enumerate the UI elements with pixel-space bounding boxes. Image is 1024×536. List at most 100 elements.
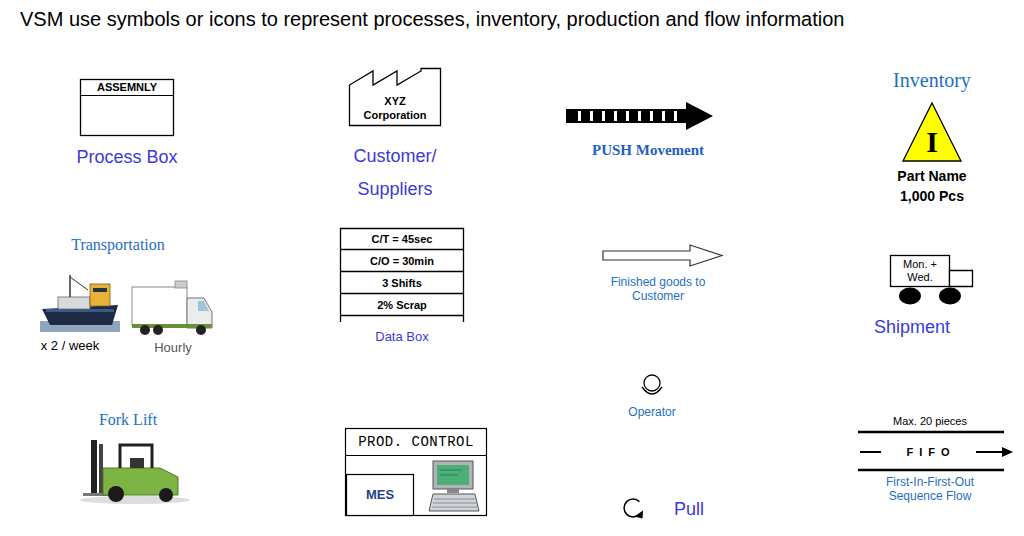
push-arrow-gap bbox=[638, 111, 641, 121]
control-heading: PROD. CONTROL bbox=[345, 433, 487, 451]
operator-body bbox=[642, 387, 662, 394]
production-control-divider bbox=[345, 455, 487, 456]
company-name: XYZ Corporation bbox=[355, 94, 435, 122]
ship-stripe bbox=[46, 309, 114, 312]
push-arrow-head bbox=[686, 102, 713, 130]
ship-cabin bbox=[90, 284, 110, 306]
computer-monitor bbox=[433, 461, 473, 489]
factory-outline bbox=[350, 69, 441, 126]
pull-arrowhead bbox=[635, 511, 644, 519]
computer-screen-line bbox=[440, 470, 462, 471]
push-arrow-gap bbox=[650, 111, 653, 121]
truck-cab bbox=[187, 298, 212, 328]
flow-caption: Finished goods to Customer bbox=[600, 275, 716, 303]
symbol-caption: Pull bbox=[674, 498, 724, 520]
computer-icon bbox=[429, 461, 479, 511]
computer-screen-line bbox=[440, 475, 458, 476]
data-cell: 3 Shifts bbox=[340, 273, 464, 293]
computer-stand bbox=[447, 489, 459, 493]
inventory-triangle-shape bbox=[903, 103, 961, 161]
push-arrow-gap bbox=[626, 111, 629, 121]
computer-key-row bbox=[434, 499, 475, 500]
forklift-shadow bbox=[80, 496, 190, 504]
computer-keyboard bbox=[429, 494, 479, 511]
truck-cooler bbox=[175, 281, 187, 288]
data-cell: 2% Scrap bbox=[340, 295, 464, 315]
push-arrow-gap bbox=[614, 111, 617, 121]
data-box: C/T = 45secC/O = 30min3 Shifts2% ScrapDa… bbox=[340, 228, 464, 322]
ship-icon bbox=[40, 275, 120, 332]
section-heading: Fork Lift bbox=[68, 410, 188, 430]
symbol-caption: First-In-First-Out Sequence Flow bbox=[870, 475, 990, 503]
truck-wheel bbox=[140, 325, 150, 335]
symbol-caption: Operator bbox=[610, 405, 694, 419]
production-control-box: PROD. CONTROL MES bbox=[345, 428, 487, 516]
process-box-outline bbox=[81, 80, 174, 136]
forklift-wheel bbox=[108, 486, 124, 502]
frequency-note: x 2 / week bbox=[20, 337, 120, 355]
inventory-mark: I bbox=[902, 126, 962, 158]
process-name: ASSEMNLY bbox=[80, 80, 174, 95]
forklift-wheel bbox=[159, 488, 173, 502]
mes-box: MES bbox=[346, 474, 414, 516]
symbol-caption: Shipment bbox=[862, 316, 962, 338]
truck-cab bbox=[950, 271, 973, 287]
push-arrow bbox=[566, 102, 713, 130]
truck-trailer bbox=[132, 287, 187, 325]
truck-box bbox=[891, 256, 950, 287]
operator-head bbox=[644, 375, 660, 391]
ship-mast bbox=[69, 275, 71, 297]
system-name: MES bbox=[346, 486, 414, 504]
computer-key-row bbox=[432, 507, 477, 508]
forklift-mast bbox=[91, 440, 97, 496]
operator-symbol bbox=[642, 375, 662, 394]
page-title: VSM use symbols or icons to represent pr… bbox=[20, 6, 1020, 32]
fifo-arrow-head bbox=[1002, 447, 1013, 457]
forklift-icon bbox=[80, 440, 190, 504]
truck-icon bbox=[132, 281, 212, 335]
flow-caption: PUSH Movement bbox=[568, 140, 728, 160]
truck-wheel bbox=[939, 288, 961, 305]
push-arrow-body bbox=[566, 109, 686, 123]
process-box-divider bbox=[80, 95, 174, 96]
computer-screen bbox=[437, 465, 469, 485]
push-arrow-gap bbox=[602, 111, 605, 121]
shipment-truck: Mon. + Wed.Shipment bbox=[890, 255, 950, 287]
ship-window bbox=[93, 288, 107, 292]
truck-wheel bbox=[196, 325, 206, 335]
finished-goods-arrow bbox=[603, 245, 722, 266]
truck-wheel bbox=[153, 325, 163, 335]
truck-windshield bbox=[198, 301, 209, 311]
forklift-seat bbox=[130, 458, 144, 468]
fifo-dash bbox=[860, 451, 881, 453]
inventory-triangle: InventoryIPart Name 1,000 Pcs bbox=[902, 102, 962, 162]
ship-deck bbox=[58, 297, 90, 309]
shipment-days: Mon. + Wed. bbox=[902, 258, 938, 284]
forklift-mast bbox=[99, 444, 103, 496]
ship-crane bbox=[70, 277, 88, 290]
fifo-mark: FIFO bbox=[890, 444, 972, 460]
data-cell: C/T = 45sec bbox=[340, 229, 464, 249]
fifo-rail bbox=[858, 431, 1004, 434]
data-cell: C/O = 30min bbox=[340, 251, 464, 271]
fifo-rail bbox=[858, 469, 1004, 472]
forklift-guard bbox=[120, 445, 152, 468]
fifo-arrow-line bbox=[976, 451, 1004, 453]
fifo-lane bbox=[858, 432, 1013, 470]
lane-limit: Max. 20 pieces bbox=[870, 414, 990, 428]
push-arrow-gap bbox=[662, 111, 665, 121]
truck-wheel bbox=[899, 288, 921, 305]
section-heading: Transportation bbox=[48, 235, 188, 255]
production-control-outline bbox=[346, 429, 487, 516]
symbol-caption: Inventory bbox=[862, 68, 1002, 92]
data-box-grid bbox=[341, 229, 464, 323]
process-box: ASSEMNLYProcess Box bbox=[80, 79, 174, 136]
pull-arc bbox=[624, 499, 639, 517]
symbol-caption: Data Box bbox=[330, 329, 474, 345]
computer-key-row bbox=[433, 503, 476, 504]
part-quantity: Part Name 1,000 Pcs bbox=[882, 166, 982, 206]
push-arrow-gap bbox=[578, 111, 581, 121]
mes-box-outline bbox=[347, 475, 414, 516]
push-arrow-gap bbox=[674, 111, 677, 121]
